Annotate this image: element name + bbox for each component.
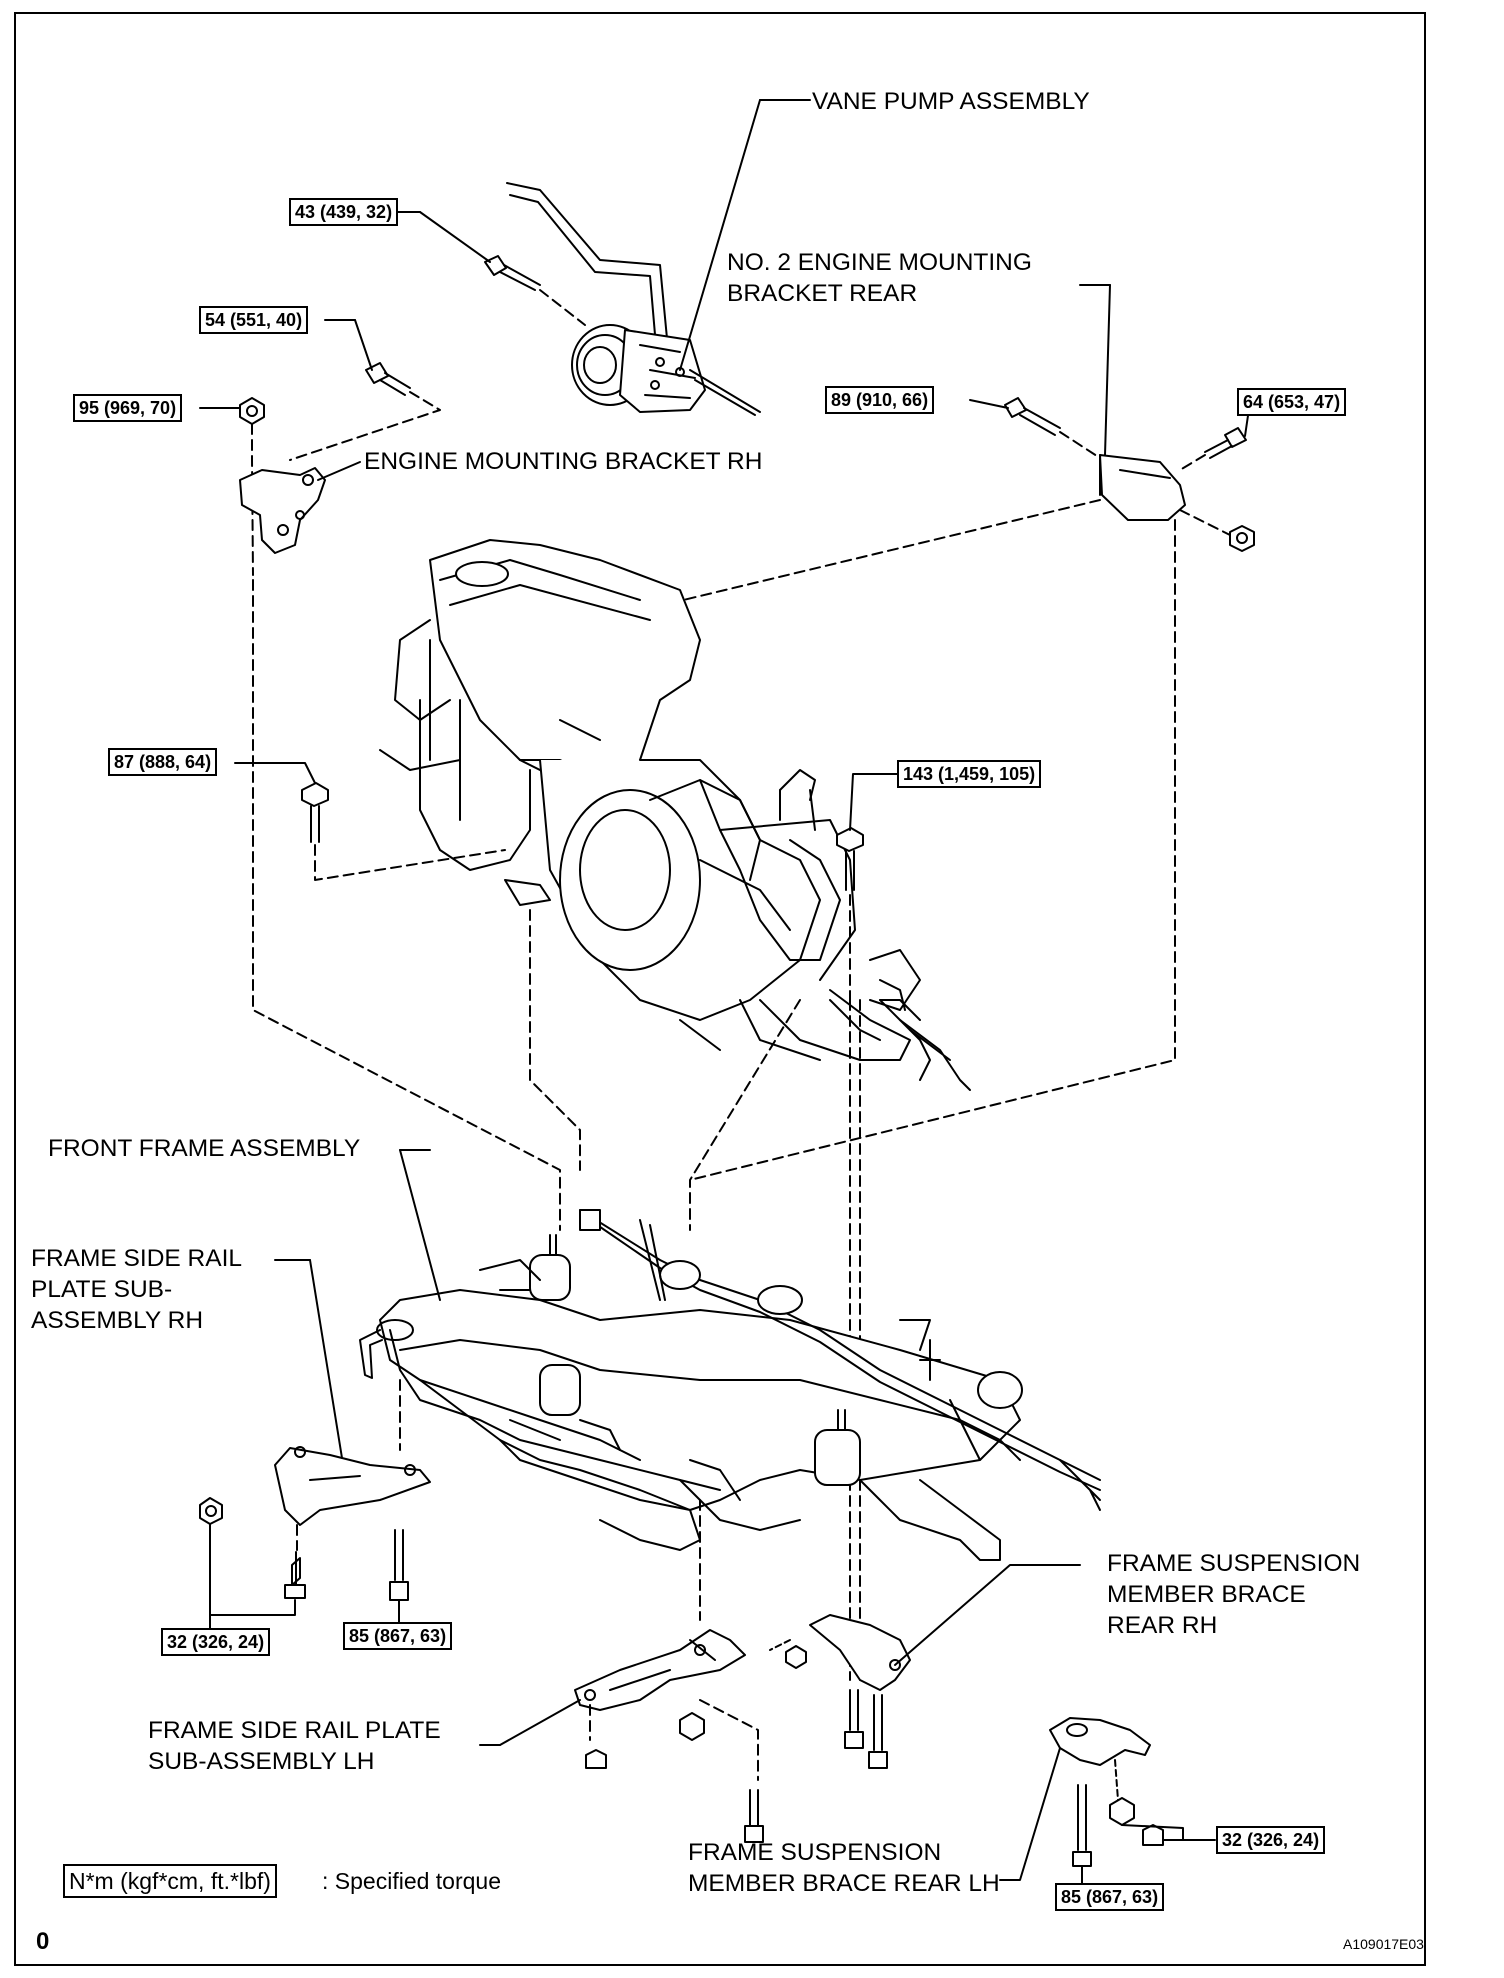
frame-suspension-member-brace-rear-lh	[1049, 1717, 1151, 1766]
label-brace-rear-rh-line2: MEMBER BRACE	[1107, 1581, 1306, 1608]
label-no2-bracket-rear-line2: BRACKET REAR	[727, 280, 918, 307]
torque-54: 54 (551, 40)	[199, 306, 309, 334]
no2-engine-mounting-bracket-rear	[1099, 454, 1186, 521]
torque-32-lh: 32 (326, 24)	[1216, 1826, 1326, 1854]
front-frame-assembly	[359, 1209, 1101, 1561]
front-frame-leader	[399, 1149, 441, 1301]
bolt-43-icon	[484, 255, 541, 291]
frame-side-rail-plate-rh	[274, 1446, 431, 1526]
bolt-32-rh-icon	[284, 1551, 306, 1599]
label-side-rail-lh-line2: SUB-ASSEMBLY LH	[148, 1748, 375, 1775]
bolt-side-rail-lh-1-icon	[585, 1749, 607, 1769]
torque-87: 87 (888, 64)	[108, 748, 218, 776]
legend-description: : Specified torque	[322, 1868, 502, 1894]
label-side-rail-rh-line3: ASSEMBLY RH	[31, 1307, 204, 1334]
nut-95-icon	[239, 397, 265, 425]
bolt-54-icon	[365, 362, 411, 396]
torque-85-lh: 85 (867, 63)	[1055, 1883, 1165, 1911]
torque-95: 95 (969, 70)	[73, 394, 183, 422]
bolt-brace-lh-1-icon	[1072, 1784, 1092, 1867]
label-no2-bracket-rear-line1: NO. 2 ENGINE MOUNTING	[727, 249, 1032, 276]
figure-code: A109017E03	[1343, 1936, 1424, 1952]
torque-64: 64 (653, 47)	[1237, 388, 1347, 416]
diagram-border	[14, 12, 1426, 1966]
side-rail-lh-leader	[499, 1699, 581, 1746]
bolt-side-rail-lh-2-icon	[744, 1789, 764, 1843]
bolt-brace-lh-2-icon	[1142, 1824, 1164, 1846]
label-engine-mounting-bracket-rh: ENGINE MOUNTING BRACKET RH	[364, 448, 763, 475]
nut-brace-rh-icon	[785, 1645, 807, 1669]
bolt-89-icon	[1004, 397, 1061, 436]
bolt-brace-rh-2-icon	[868, 1694, 888, 1769]
label-brace-rear-rh-line1: FRAME SUSPENSION	[1107, 1550, 1361, 1577]
frame-suspension-member-brace-rear-rh	[809, 1614, 911, 1691]
bolt-brace-rh-1-icon	[844, 1689, 864, 1749]
label-brace-rear-rh-line3: REAR RH	[1107, 1612, 1218, 1639]
vane-pump-leader	[679, 99, 761, 371]
label-side-rail-rh-line1: FRAME SIDE RAIL	[31, 1245, 243, 1272]
engine-transmission-assembly	[379, 539, 971, 1091]
torque-85-rh: 85 (867, 63)	[343, 1622, 453, 1650]
vane-pump-assembly	[506, 182, 761, 416]
torque-89: 89 (910, 66)	[825, 386, 935, 414]
bolt-85-rh-icon	[389, 1529, 409, 1601]
label-vane-pump-assembly: VANE PUMP ASSEMBLY	[812, 88, 1090, 115]
bolt-64-icon	[1204, 427, 1247, 459]
torque-143: 143 (1,459, 105)	[897, 760, 1042, 788]
nut-no2-bracket-icon	[1229, 525, 1255, 552]
bolt-87-icon	[301, 782, 329, 843]
page-marker: 0	[36, 1928, 50, 1955]
label-front-frame-assembly: FRONT FRAME ASSEMBLY	[48, 1135, 361, 1162]
torque-32-rh: 32 (326, 24)	[161, 1628, 271, 1656]
label-side-rail-rh-line2: PLATE SUB-	[31, 1276, 173, 1303]
torque-43: 43 (439, 32)	[289, 198, 399, 226]
nut-side-rail-lh-icon	[679, 1712, 705, 1741]
frame-side-rail-plate-lh	[574, 1629, 746, 1711]
label-brace-rear-lh-line1: FRAME SUSPENSION	[688, 1839, 942, 1866]
nut-32-rh-icon	[199, 1497, 223, 1525]
label-brace-rear-lh-line2: MEMBER BRACE REAR LH	[688, 1870, 1000, 1897]
label-side-rail-lh-line1: FRAME SIDE RAIL PLATE	[148, 1717, 441, 1744]
legend-unit-box: N*m (kgf*cm, ft.*lbf)	[63, 1864, 277, 1898]
nut-brace-lh-icon	[1109, 1797, 1135, 1826]
engine-mounting-bracket-rh	[239, 467, 326, 554]
